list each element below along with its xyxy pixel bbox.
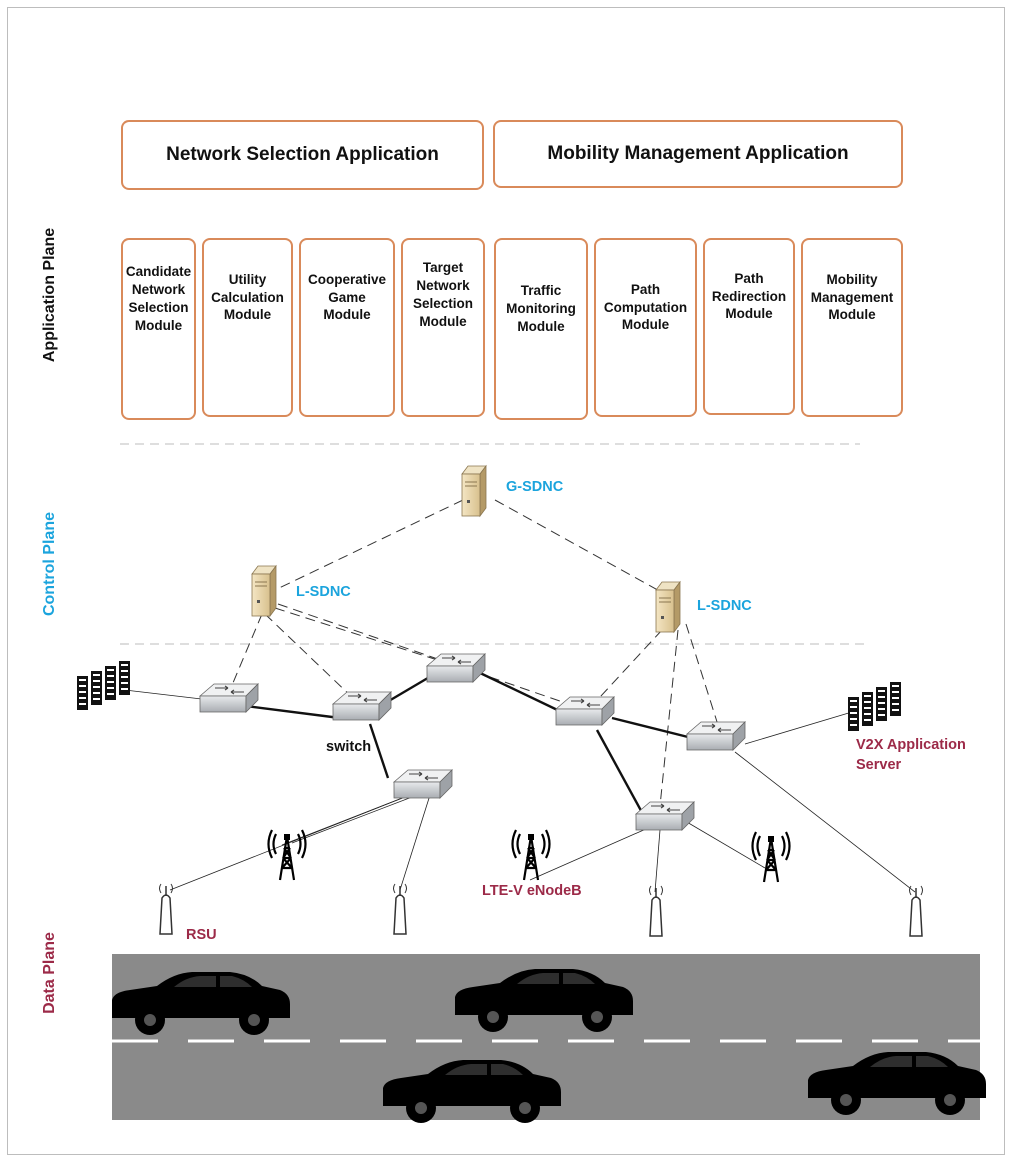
switch-icon [393,769,453,799]
control-links [229,499,719,807]
network-selection-application-box: Network Selection Application [121,120,484,190]
v2x-server-rack-icon [848,682,901,731]
v2x-application-server-label: V2X Application Server [856,737,966,773]
rsu-antenna-icon [908,885,924,937]
rsu-antenna-icon [392,883,408,935]
switch-links [237,670,701,819]
left-l-sdnc-server-icon [251,565,277,617]
mobility-management-module: Mobility Management Module [801,238,903,417]
path-redirection-module: Path Redirection Module [703,238,795,415]
switch-icon [635,801,695,831]
right-l-sdnc-label: L-SDNC [697,598,752,614]
mobility-management-application-box: Mobility Management Application [493,120,903,188]
access-links [124,689,916,893]
left-server-rack-icon [77,661,130,710]
traffic-monitoring-module: Traffic Monitoring Module [494,238,588,420]
g-sdnc-server-icon [461,465,487,517]
utility-calculation-module: Utility Calculation Module [202,238,293,417]
switch-icon [555,696,615,726]
target-network-selection-module: Target Network Selection Module [401,238,485,417]
switch-label: switch [326,739,372,755]
figure-frame [7,7,1005,1155]
rsu-label: RSU [186,927,217,943]
path-computation-module: Path Computation Module [594,238,697,417]
rsu-antenna-icon [648,885,664,937]
switch-icon [332,691,392,721]
switch-icon [199,683,259,713]
switch-icon [686,721,746,751]
right-l-sdnc-server-icon [655,581,681,633]
enodeb-tower-icon [751,830,791,884]
enodeb-tower-icon [267,828,307,882]
candidate-network-selection-module: Candidate Network Selection Module [121,238,196,420]
rsu-antenna-icon [158,883,174,935]
g-sdnc-label: G-SDNC [506,479,564,495]
switch-icon [426,653,486,683]
lte-v-enodeb-label: LTE-V eNodeB [482,883,582,899]
left-l-sdnc-label: L-SDNC [296,584,351,600]
cooperative-game-module: Cooperative Game Module [299,238,395,417]
enodeb-tower-icon [511,828,551,882]
